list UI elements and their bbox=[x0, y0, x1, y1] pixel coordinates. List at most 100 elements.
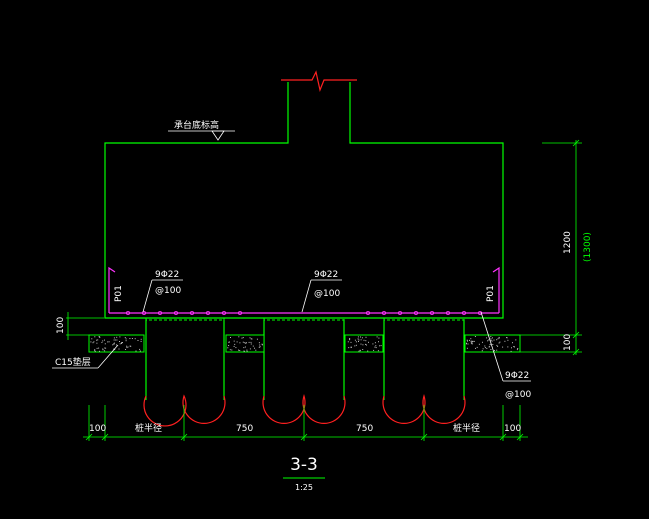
cushion-hatch-dot bbox=[129, 345, 131, 347]
cushion-hatch-dot bbox=[354, 339, 356, 341]
dim-right-tick3 bbox=[572, 348, 580, 356]
cushion-hatch-dot bbox=[243, 350, 245, 352]
cushion-hatch-dot bbox=[466, 342, 467, 344]
cushion-hatch-dot bbox=[244, 346, 246, 348]
cushion-hatch-dot bbox=[230, 337, 231, 338]
cushion-hatch-dot bbox=[476, 346, 478, 348]
cushion-hatch-dot bbox=[140, 340, 142, 342]
section-scale: 1:25 bbox=[295, 483, 313, 492]
rebar-right-spec: 9Φ22 bbox=[505, 371, 529, 381]
cushion-hatch-dot bbox=[374, 346, 376, 348]
cushion-hatch-dot bbox=[118, 348, 120, 350]
side-mark-right: P01 bbox=[486, 285, 496, 302]
cushion-hatch-dot bbox=[131, 338, 133, 339]
cushion-hatch-dot bbox=[241, 337, 243, 339]
rebar-dot bbox=[173, 310, 178, 315]
cushion-hatch-dot bbox=[360, 336, 361, 338]
cushion-hatch-dot bbox=[375, 347, 377, 349]
cushion-hatch-dot bbox=[482, 341, 483, 343]
cushion-hatch-dot bbox=[121, 343, 123, 344]
elevation-note: 承台底标高 bbox=[174, 119, 219, 131]
dim-bottom-left-edge: 100 bbox=[89, 424, 106, 434]
cushion-hatch-dot bbox=[98, 336, 100, 337]
rebar-hook-right bbox=[492, 266, 500, 313]
cushion-hatch-dot bbox=[261, 343, 263, 345]
cushion-hatch-dot bbox=[376, 336, 378, 338]
cushion-hatch-dot bbox=[466, 347, 468, 349]
cushion-hatch-dot bbox=[122, 342, 123, 343]
cushion-hatch-dot bbox=[102, 340, 104, 342]
cushion-hatch-dot bbox=[372, 343, 374, 345]
cushion-hatch-dot bbox=[104, 347, 106, 349]
cushion-hatch-dot bbox=[245, 342, 247, 344]
cushion-hatch-dot bbox=[104, 350, 106, 352]
cushion-hatch-dot bbox=[102, 348, 104, 350]
cushion-hatch-dot bbox=[354, 345, 356, 347]
cushion-hatch-dot bbox=[373, 349, 375, 351]
cushion-hatch-dot bbox=[127, 346, 129, 348]
cushion-hatch-dot bbox=[498, 342, 500, 344]
cushion-hatch-dot bbox=[490, 336, 492, 338]
cushion-hatch-dot bbox=[94, 350, 96, 352]
cushion-hatch-dot bbox=[473, 340, 475, 342]
cushion-hatch-dot bbox=[357, 336, 359, 338]
cushion-hatch-dot bbox=[512, 342, 513, 344]
pile-1 bbox=[143, 318, 226, 427]
cushion-hatch-dot bbox=[242, 341, 244, 343]
rebar-mid-spacing: @100 bbox=[314, 289, 340, 299]
cushion-hatch-dot bbox=[258, 342, 260, 344]
cushion-hatch-dot bbox=[94, 349, 96, 351]
cushion-hatch-dot bbox=[484, 347, 486, 349]
cushion-hatch-dot bbox=[93, 341, 95, 343]
cushion-hatch-dot bbox=[113, 343, 115, 345]
cushion-hatch-dot bbox=[466, 339, 468, 341]
cushion-hatch-dot bbox=[139, 348, 141, 350]
rebar-leader-left bbox=[142, 279, 153, 313]
cushion-hatch-dot bbox=[255, 349, 257, 351]
cushion-hatch-dot bbox=[475, 347, 476, 349]
cushion-hatch-dot bbox=[135, 350, 137, 352]
cushion-hatch-dot bbox=[227, 347, 229, 349]
cushion-hatch-dot bbox=[108, 341, 110, 343]
cushion-hatch-dot bbox=[228, 341, 230, 343]
cushion-hatch-dot bbox=[231, 349, 233, 351]
rebar-dot bbox=[429, 310, 434, 315]
cushion-hatch-dot bbox=[496, 344, 498, 346]
cushion-hatch-dot bbox=[233, 345, 235, 347]
cushion-hatch-dot bbox=[250, 343, 252, 345]
cushion-hatch-dot bbox=[487, 340, 489, 342]
cushion-hatch-dot bbox=[511, 347, 512, 349]
cushion-hatch-dot bbox=[248, 341, 250, 343]
cushion-hatch-dot bbox=[246, 342, 247, 344]
cushion-hatch-dot bbox=[469, 339, 470, 341]
cushion-hatch-dot bbox=[498, 336, 500, 338]
cushion-hatch-dot bbox=[236, 341, 238, 343]
rebar-hook-left bbox=[108, 266, 116, 313]
rebar-dot bbox=[221, 310, 226, 315]
cushion-hatch-dot bbox=[116, 336, 118, 338]
cushion-hatch-dot bbox=[239, 350, 241, 351]
cushion-hatch-dot bbox=[235, 347, 237, 349]
cushion-hatch-dot bbox=[514, 346, 515, 348]
cushion-hatch-dot bbox=[490, 338, 492, 340]
cushion-hatch-dot bbox=[491, 340, 493, 342]
cushion-hatch-dot bbox=[116, 344, 117, 346]
cushion-hatch-dot bbox=[125, 349, 126, 350]
cushion-hatch-dot bbox=[134, 338, 136, 340]
cushion-hatch-dot bbox=[493, 339, 495, 341]
section-title: 3-3 bbox=[290, 455, 318, 475]
cushion-hatch-dot bbox=[377, 350, 379, 352]
cushion-hatch-dot bbox=[258, 346, 260, 348]
cushion-hatch-dot bbox=[494, 350, 495, 352]
cushion-hatch-dot bbox=[116, 339, 118, 341]
cushion-hatch-dot bbox=[126, 347, 128, 349]
rebar-leader-right bbox=[480, 311, 504, 382]
cushion-hatch-dot bbox=[238, 349, 239, 351]
cushion-hatch-dot bbox=[365, 336, 367, 338]
rebar-dot bbox=[445, 310, 450, 315]
cushion-hatch-dot bbox=[379, 345, 381, 347]
rebar-dot bbox=[157, 310, 162, 315]
cushion-label: C15垫层 bbox=[55, 356, 91, 368]
cushion-hatch-dot bbox=[228, 341, 230, 343]
cushion-hatch-dot bbox=[355, 344, 357, 346]
